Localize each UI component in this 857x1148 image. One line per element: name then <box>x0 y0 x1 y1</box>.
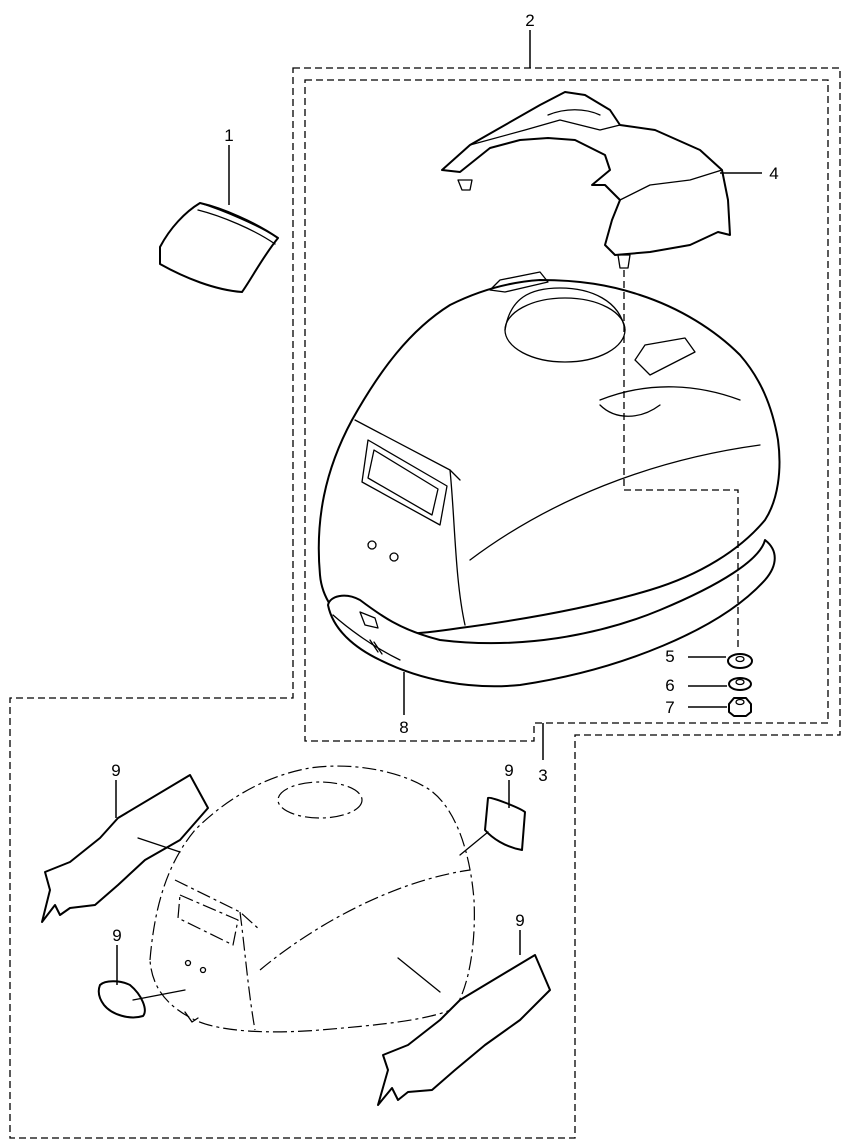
group-2-boundary <box>9 67 841 1139</box>
top-pad-part <box>159 202 279 293</box>
callout-8: 8 <box>399 718 408 737</box>
washer-part <box>728 677 752 691</box>
callout-7: 7 <box>665 698 674 717</box>
seal-part <box>327 539 776 688</box>
decal-parts <box>41 774 551 1106</box>
nut-part <box>728 697 752 717</box>
callout-labels: 1 2 3 4 5 6 7 8 9 9 9 9 <box>111 11 778 945</box>
callout-3: 3 <box>538 766 547 785</box>
callout-9-left: 9 <box>112 926 121 945</box>
callout-1: 1 <box>224 126 233 145</box>
callout-2: 2 <box>525 11 534 30</box>
phantom-cowling <box>149 765 475 1033</box>
callout-9-lower-right: 9 <box>515 911 524 930</box>
callout-9-upper-right: 9 <box>504 761 513 780</box>
handle-cover-part <box>441 91 731 269</box>
callout-9-upper-left: 9 <box>111 761 120 780</box>
callout-5: 5 <box>665 647 674 666</box>
callout-6: 6 <box>665 676 674 695</box>
callout-4: 4 <box>769 164 778 183</box>
leader-lines <box>115 30 762 985</box>
grommet-part <box>727 653 753 669</box>
top-cowling-part <box>317 271 781 636</box>
assembly-lines <box>623 270 739 650</box>
